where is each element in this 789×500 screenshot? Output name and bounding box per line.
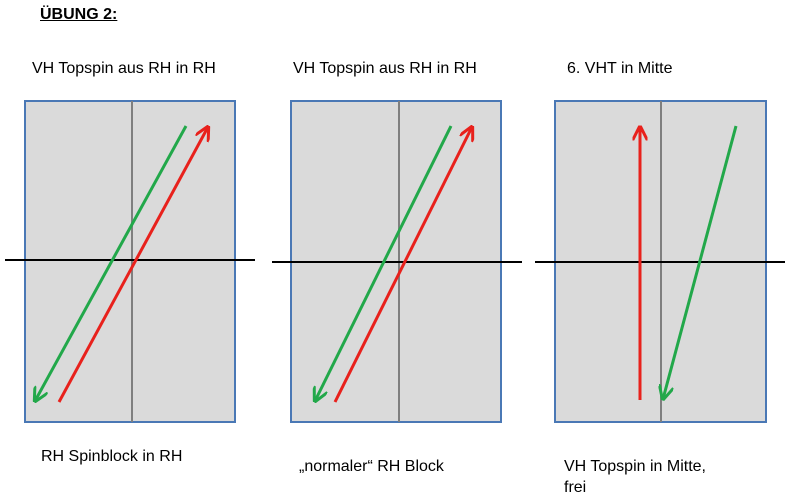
- green-arrow: [315, 125, 453, 401]
- panel-2-table: [272, 100, 522, 423]
- green-arrow: [663, 125, 738, 399]
- table-surface: [24, 100, 236, 423]
- panel-1-bottom-label: RH Spinblock in RH: [41, 448, 183, 465]
- panel-1-table: [5, 100, 255, 423]
- red-arrow: [333, 127, 472, 403]
- panel-2-top-label: VH Topspin aus RH in RH: [293, 60, 477, 77]
- red-arrow: [57, 127, 208, 403]
- panel-3-bottom-label: VH Topspin in Mitte, frei: [564, 458, 706, 496]
- panel-1-top-label: VH Topspin aus RH in RH: [32, 60, 216, 77]
- panel-3-table: [535, 100, 785, 423]
- panel-3-top-label: 6. VHT in Mitte: [567, 60, 673, 77]
- exercise-title: ÜBUNG 2:: [40, 6, 118, 23]
- green-arrow: [35, 125, 188, 401]
- panel-2-bottom-label: „normaler“ RH Block: [299, 458, 444, 475]
